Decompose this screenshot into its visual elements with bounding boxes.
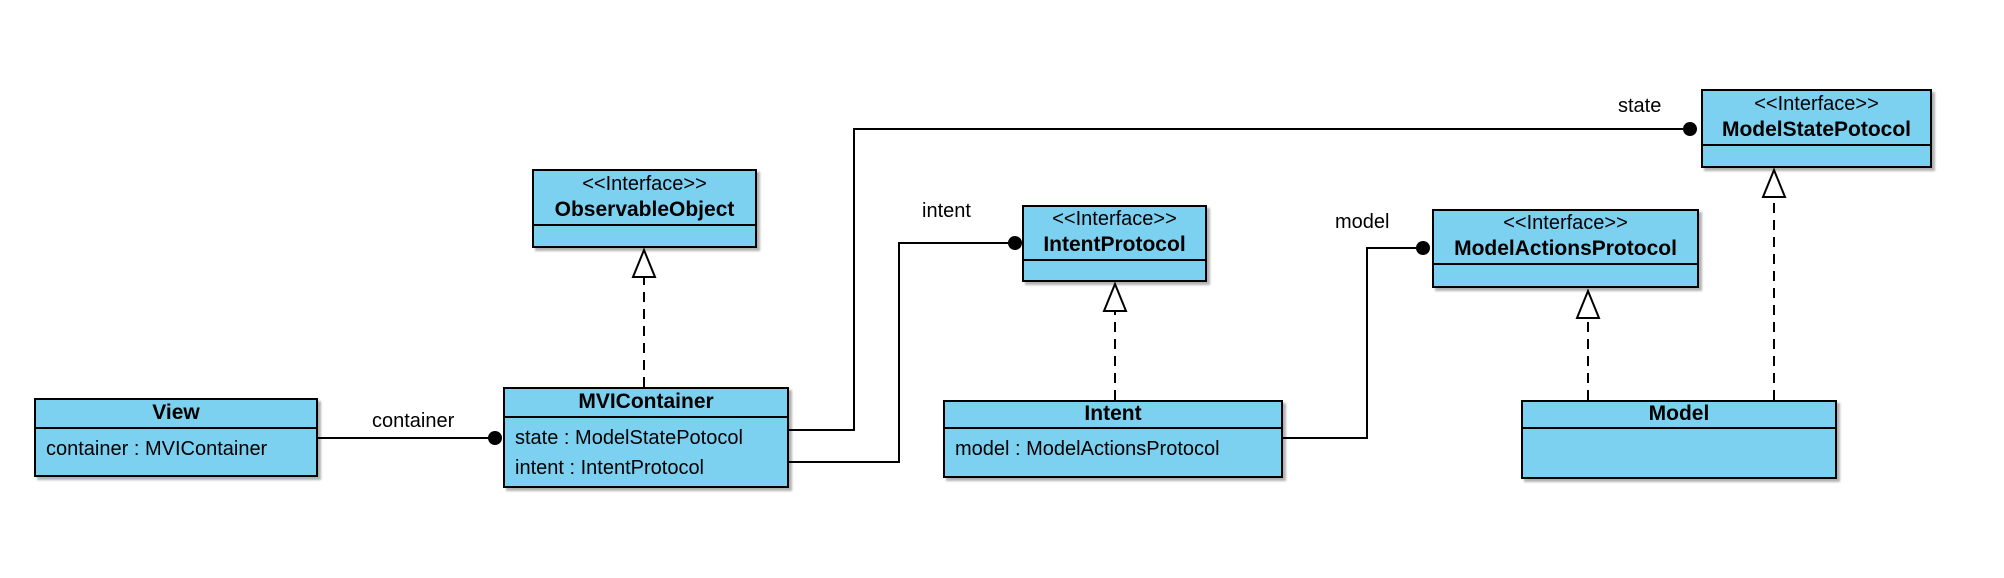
association-intent-circle-end (1008, 236, 1022, 250)
class-attribute: intent : IntentProtocol (515, 457, 705, 479)
edge-label-state: state (1618, 95, 1662, 117)
class-title-view: View (36, 400, 316, 429)
class-box-observableobject: <<Interface>>ObservableObject (532, 169, 757, 248)
class-stereotype-modelstatepotocol: <<Interface>> (1754, 92, 1879, 115)
class-box-model: Model (1521, 400, 1837, 479)
class-title-mvicontainer: MVIContainer (505, 389, 787, 418)
class-attribute: container : MVIContainer (46, 438, 268, 460)
association-model-circle-end (1416, 241, 1430, 255)
class-box-modelstatepotocol: <<Interface>>ModelStatePotocol (1701, 89, 1932, 168)
edge-label-model: model (1335, 211, 1390, 233)
class-name-modelstatepotocol: ModelStatePotocol (1721, 117, 1911, 141)
association-state-line (789, 128, 1683, 431)
edge-label-container: container (372, 410, 455, 432)
class-attributes-view: container : MVIContainer (36, 429, 316, 464)
class-name-model: Model (1648, 402, 1710, 426)
class-stereotype-intentprotocol: <<Interface>> (1052, 208, 1177, 231)
class-title-modelactionsprotocol: <<Interface>>ModelActionsProtocol (1434, 211, 1697, 265)
class-title-observableobject: <<Interface>>ObservableObject (534, 171, 755, 226)
class-attribute: model : ModelActionsProtocol (955, 438, 1220, 460)
association-intent-line (789, 242, 1008, 463)
edge-label-intent: intent (922, 200, 971, 222)
class-box-intent: Intent model : ModelActionsProtocol (943, 400, 1283, 478)
class-box-intentprotocol: <<Interface>>IntentProtocol (1022, 205, 1207, 282)
association-model-line (1283, 247, 1416, 439)
class-name-mvicontainer: MVIContainer (578, 390, 714, 414)
class-box-view: View container : MVIContainer (34, 398, 318, 477)
class-attributes-intent: model : ModelActionsProtocol (945, 429, 1281, 464)
realization-model-modelactionsprotocol-arrowhead (1575, 288, 1601, 319)
class-name-modelactionsprotocol: ModelActionsProtocol (1454, 237, 1677, 261)
association-state-circle-end (1683, 122, 1697, 136)
class-title-modelstatepotocol: <<Interface>>ModelStatePotocol (1703, 91, 1930, 146)
realization-mvicontainer-observableobject-arrowhead (631, 247, 657, 278)
class-name-observableobject: ObservableObject (554, 197, 735, 221)
class-stereotype-observableobject: <<Interface>> (582, 172, 707, 195)
realization-intent-intentprotocol-arrowhead (1102, 281, 1128, 312)
class-name-intentprotocol: IntentProtocol (1043, 233, 1186, 257)
association-container-circle-end (488, 431, 502, 445)
class-box-modelactionsprotocol: <<Interface>>ModelActionsProtocol (1432, 209, 1699, 288)
class-name-view: View (152, 401, 200, 425)
class-title-intent: Intent (945, 402, 1281, 429)
class-title-model: Model (1523, 402, 1835, 429)
realization-model-modelstatepotocol-arrowhead (1761, 167, 1787, 198)
class-attribute: state : ModelStatePotocol (515, 427, 743, 449)
class-title-intentprotocol: <<Interface>>IntentProtocol (1024, 207, 1205, 261)
class-box-mvicontainer: MVIContainer state : ModelStatePotocol int… (503, 387, 789, 488)
class-name-intent: Intent (1084, 402, 1142, 426)
class-stereotype-modelactionsprotocol: <<Interface>> (1503, 212, 1628, 235)
class-attributes-mvicontainer: state : ModelStatePotocol intent : Intent… (505, 418, 787, 483)
